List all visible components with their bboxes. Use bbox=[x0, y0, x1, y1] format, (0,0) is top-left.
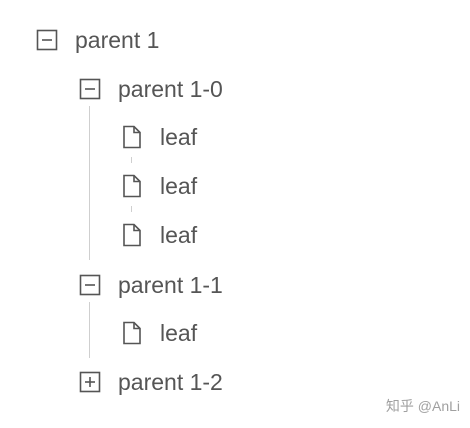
tree-guide-line bbox=[89, 106, 90, 260]
tree-node-leaf[interactable]: leaf bbox=[121, 318, 197, 348]
tree-node-leaf[interactable]: leaf bbox=[121, 220, 197, 250]
file-icon bbox=[121, 125, 143, 149]
tree-node-label[interactable]: parent 1-2 bbox=[118, 369, 223, 395]
tree-node-label[interactable]: leaf bbox=[160, 222, 198, 248]
minus-square-icon[interactable] bbox=[36, 29, 58, 51]
tree-node-parent-1-1[interactable]: parent 1-1 bbox=[79, 270, 223, 300]
tree-node-parent-1[interactable]: parent 1 bbox=[36, 25, 159, 55]
tree-node-label[interactable]: parent 1-0 bbox=[118, 76, 223, 102]
file-icon bbox=[121, 223, 143, 247]
tree-node-parent-1-0[interactable]: parent 1-0 bbox=[79, 74, 223, 104]
tree-node-label[interactable]: parent 1 bbox=[75, 27, 160, 53]
tree-guide-dash bbox=[131, 157, 132, 163]
tree-node-leaf[interactable]: leaf bbox=[121, 171, 197, 201]
tree-guide-dash bbox=[131, 206, 132, 212]
file-icon bbox=[121, 174, 143, 198]
tree-node-parent-1-2[interactable]: parent 1-2 bbox=[79, 367, 223, 397]
tree-node-label[interactable]: leaf bbox=[160, 173, 198, 199]
plus-square-icon[interactable] bbox=[79, 371, 101, 393]
tree-node-label[interactable]: leaf bbox=[160, 320, 198, 346]
tree-node-leaf[interactable]: leaf bbox=[121, 122, 197, 152]
tree-node-label[interactable]: leaf bbox=[160, 124, 198, 150]
tree-node-label[interactable]: parent 1-1 bbox=[118, 272, 223, 298]
tree-guide-line bbox=[89, 302, 90, 358]
minus-square-icon[interactable] bbox=[79, 78, 101, 100]
minus-square-icon[interactable] bbox=[79, 274, 101, 296]
watermark: 知乎 @AnLi bbox=[385, 398, 460, 414]
file-icon bbox=[121, 321, 143, 345]
